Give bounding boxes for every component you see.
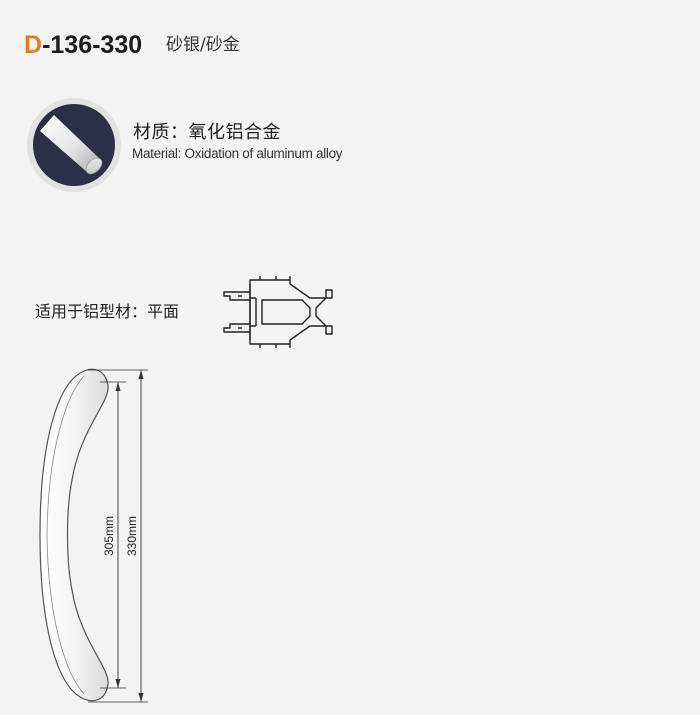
product-model: D-136-330 bbox=[24, 30, 142, 60]
aluminum-rod-icon bbox=[26, 97, 122, 193]
model-number: -136-330 bbox=[42, 31, 143, 59]
dimension-inner-label: 305mm bbox=[102, 516, 116, 556]
profile-label: 适用于铝型材：平面 bbox=[35, 302, 180, 321]
material-label-cn: 材质：氧化铝合金 bbox=[133, 122, 281, 143]
aluminum-profile-diagram bbox=[214, 276, 340, 348]
handle-drawing: 305mm 330mm bbox=[30, 360, 170, 710]
product-finish: 砂银/砂金 bbox=[166, 35, 240, 55]
dimension-outer-label: 330mm bbox=[125, 516, 139, 556]
model-prefix: D bbox=[24, 31, 43, 59]
material-label-en: Material: Oxidation of aluminum alloy bbox=[132, 146, 343, 161]
handle-body bbox=[39, 368, 109, 702]
